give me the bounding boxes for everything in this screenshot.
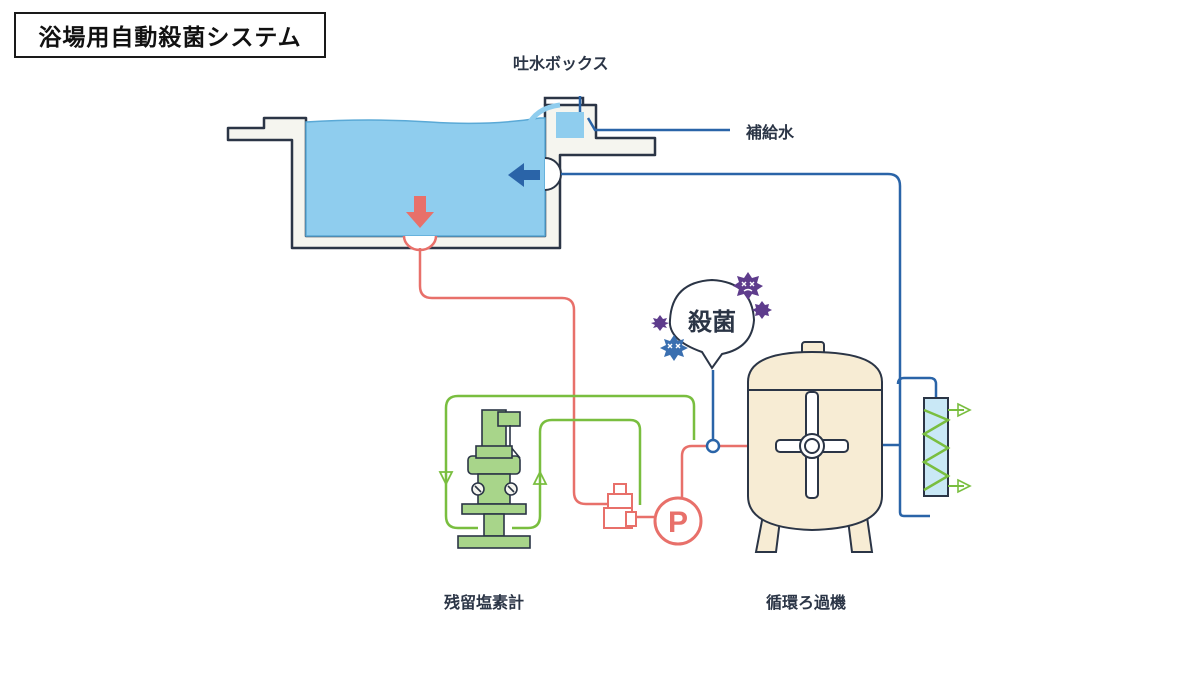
pump-label: P bbox=[668, 506, 688, 539]
red-suction-pipe bbox=[418, 248, 608, 506]
filter-tank bbox=[747, 341, 883, 553]
bath-tank bbox=[226, 103, 657, 250]
outlet-box bbox=[524, 96, 730, 138]
red-discharge-pipe bbox=[680, 444, 778, 500]
arrow-down-icon bbox=[406, 196, 434, 228]
chlorine-meter-icon bbox=[457, 409, 531, 549]
green-sample-loop bbox=[444, 394, 696, 530]
makeup-water-label: 補給水 bbox=[746, 123, 795, 142]
bath-water bbox=[305, 117, 546, 237]
flow-arrow-up bbox=[532, 469, 548, 485]
sterilize-label: 殺菌 bbox=[688, 308, 736, 336]
germ-icon bbox=[660, 335, 688, 361]
germ-icon bbox=[651, 315, 669, 331]
flow-arrow-down bbox=[438, 471, 454, 487]
heat-exchanger-icon bbox=[921, 397, 972, 497]
dosing-pump-icon bbox=[603, 483, 637, 529]
arrow-left-icon bbox=[508, 163, 540, 187]
sterilize-bubble: 殺菌 bbox=[668, 278, 756, 370]
germ-icon bbox=[752, 301, 772, 319]
outlet-box-label: 吐水ボックス bbox=[513, 54, 609, 73]
chlorine-meter-label: 残留塩素計 bbox=[444, 593, 525, 612]
germ-icon bbox=[733, 272, 763, 300]
filter-label: 循環ろ過機 bbox=[766, 593, 847, 612]
page-title: 浴場用自動殺菌システム bbox=[14, 12, 326, 58]
sensor-tap bbox=[705, 438, 721, 454]
blue-return-pipe bbox=[561, 172, 930, 518]
pump-icon: P bbox=[653, 496, 703, 546]
